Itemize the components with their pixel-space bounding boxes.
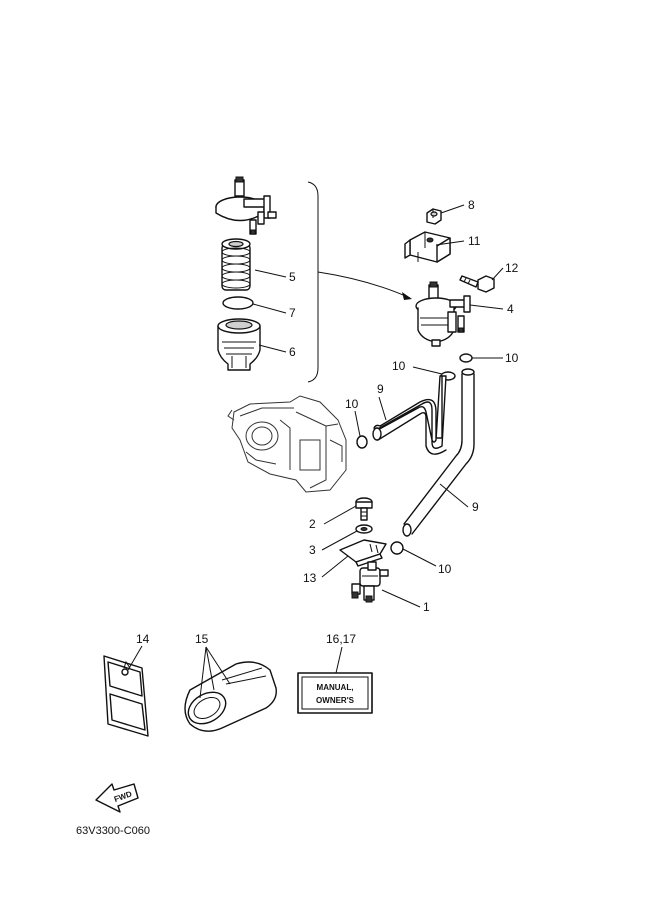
callout-10-carb: 10 bbox=[345, 397, 359, 411]
sleeve-band bbox=[184, 661, 277, 732]
forward-arrow-icon: FWD bbox=[95, 783, 139, 813]
callout-11: 11 bbox=[468, 234, 481, 248]
callout-10-middle: 10 bbox=[392, 359, 406, 373]
diagram-code: 63V3300-C060 bbox=[76, 825, 150, 837]
callout-2: 2 bbox=[309, 517, 316, 531]
washer bbox=[355, 524, 373, 534]
owners-manual: MANUAL, OWNER'S bbox=[297, 672, 373, 714]
manual-bag bbox=[103, 655, 149, 737]
hose-clip-lower bbox=[390, 541, 404, 555]
leader-lines bbox=[127, 204, 504, 699]
callout-6: 6 bbox=[289, 345, 296, 359]
engine-outline bbox=[227, 395, 347, 493]
callout-16-17: 16,17 bbox=[326, 632, 356, 646]
callout-4: 4 bbox=[507, 302, 514, 316]
callout-8: 8 bbox=[468, 198, 475, 212]
fuel-hose-lower bbox=[402, 368, 475, 537]
exploded-view-group bbox=[215, 176, 412, 383]
callout-13: 13 bbox=[303, 571, 317, 585]
callout-12: 12 bbox=[505, 261, 519, 275]
group-bracket bbox=[307, 181, 319, 383]
callout-1: 1 bbox=[423, 600, 430, 614]
nut bbox=[426, 208, 442, 225]
callout-15: 15 bbox=[195, 632, 209, 646]
mounting-plate bbox=[339, 539, 387, 567]
fuel-hose-upper bbox=[372, 375, 447, 455]
callout-9-lower: 9 bbox=[472, 500, 479, 514]
hose-clip-upper bbox=[459, 353, 473, 363]
manual-label-line1: MANUAL, bbox=[317, 683, 354, 692]
callout-5: 5 bbox=[289, 270, 296, 284]
filter-head bbox=[215, 176, 277, 235]
callout-10-lower: 10 bbox=[438, 562, 452, 576]
filter-element bbox=[221, 238, 251, 291]
group-pointer-arrowhead bbox=[402, 292, 412, 300]
callouts: 8 11 12 4 10 10 9 10 9 2 3 13 10 1 5 7 6… bbox=[136, 198, 519, 646]
group-pointer-line bbox=[317, 271, 411, 299]
callout-3: 3 bbox=[309, 543, 316, 557]
fuel-filter-assembly bbox=[415, 281, 471, 347]
filter-cup bbox=[217, 318, 261, 371]
callout-14: 14 bbox=[136, 632, 150, 646]
o-ring bbox=[222, 296, 254, 310]
manual-label-line2: OWNER'S bbox=[316, 696, 355, 705]
screw bbox=[355, 497, 373, 521]
callout-9-upper: 9 bbox=[377, 382, 384, 396]
bolt bbox=[459, 275, 495, 293]
filter-bracket bbox=[404, 231, 451, 263]
callout-10-upper: 10 bbox=[505, 351, 519, 365]
callout-7: 7 bbox=[289, 306, 296, 320]
fuel-joint bbox=[351, 561, 389, 603]
hose-clip-carb bbox=[356, 435, 368, 449]
